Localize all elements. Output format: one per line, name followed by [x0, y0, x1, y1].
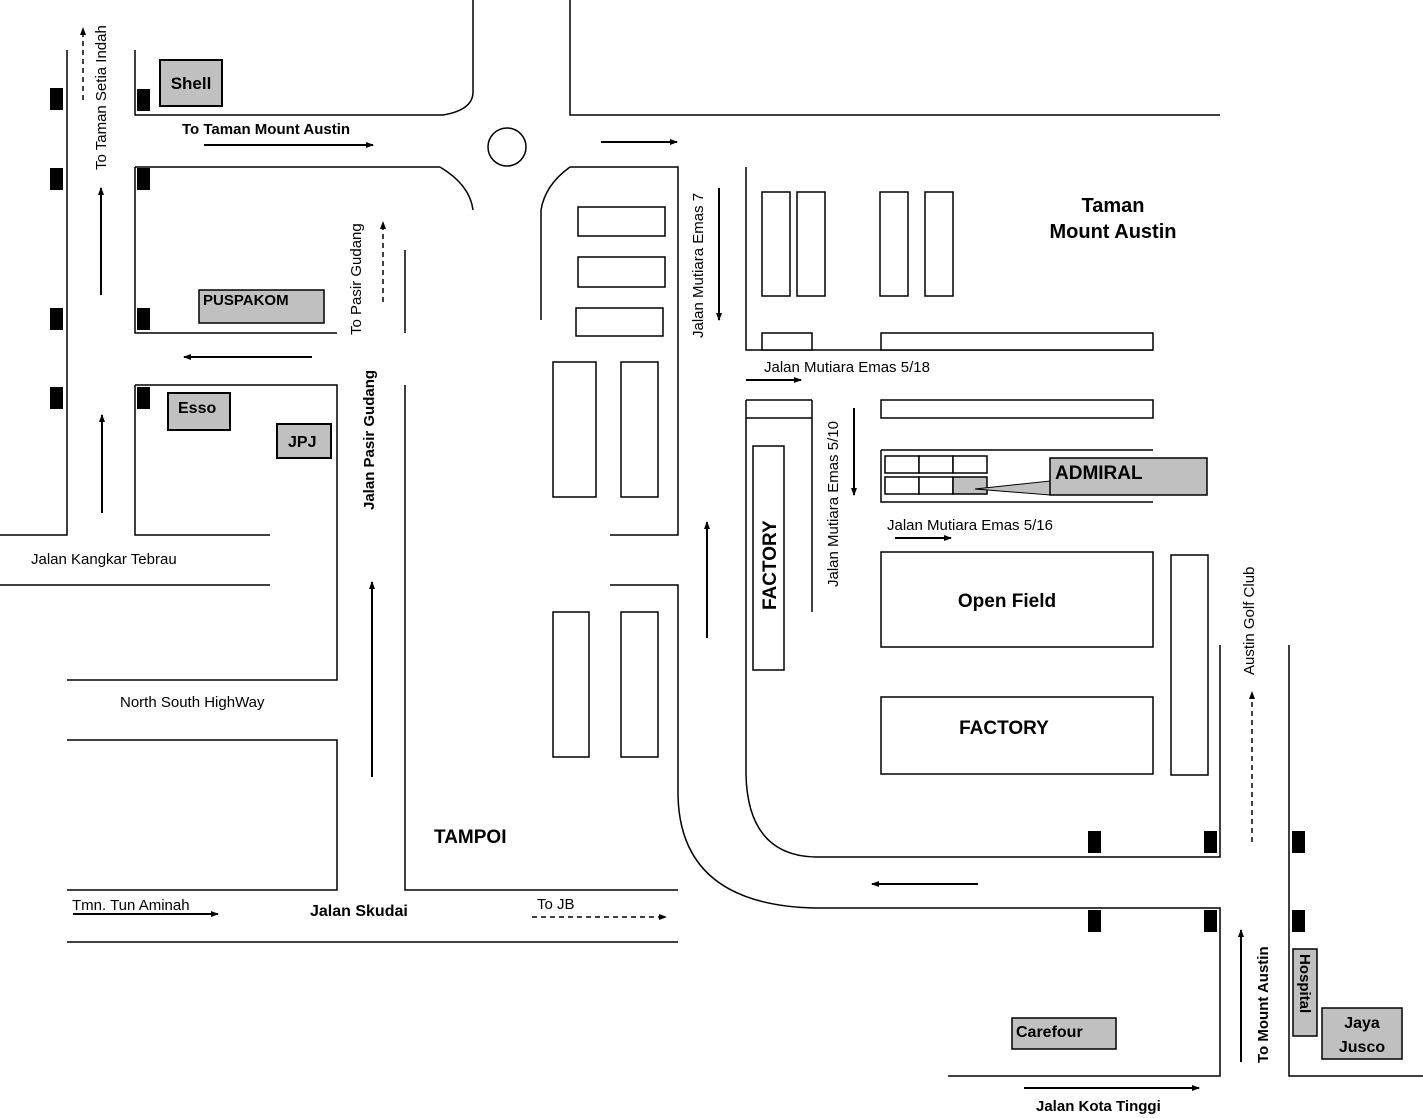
svg-text:JPJ: JPJ: [288, 434, 316, 451]
road-label-jalan-pasir-gudang: Jalan Pasir Gudang: [361, 370, 378, 510]
area-label-mount-austin: Mount Austin: [1049, 221, 1176, 243]
road-label-to-mount-austin: To Mount Austin: [1255, 946, 1272, 1063]
traffic-light-icon: [50, 88, 63, 110]
road-label-austin-golf-club: Austin Golf Club: [1241, 567, 1258, 675]
svg-text:PUSPAKOM: PUSPAKOM: [203, 292, 289, 309]
road-label-to-taman-setia-indah: To Taman Setia Indah: [93, 25, 110, 170]
traffic-light-icon: [1292, 910, 1305, 932]
traffic-light-icon: [1292, 831, 1305, 853]
traffic-light-icon: [1088, 831, 1101, 853]
traffic-light-icon: [137, 308, 150, 330]
svg-text:Carefour: Carefour: [1016, 1024, 1083, 1041]
svg-text:ADMIRAL: ADMIRAL: [1055, 463, 1143, 484]
road-label-to-pasir-gudang: To Pasir Gudang: [348, 223, 365, 335]
road-label-jalan-mutiara-emas-7: Jalan Mutiara Emas 7: [690, 193, 707, 338]
area-label-factory: FACTORY: [959, 718, 1049, 739]
area-label-taman: Taman: [1082, 195, 1145, 217]
landmark-puspakom: PUSPAKOM: [198, 289, 325, 324]
road-label-north-south-highway: North South HighWay: [120, 694, 265, 711]
road-label-jalan-skudai: Jalan Skudai: [310, 903, 408, 920]
area-label-tampoi: TAMPOI: [434, 827, 506, 848]
landmark-jaya-jusco: Jaya Jusco: [1321, 1007, 1403, 1060]
traffic-light-icon: [1204, 831, 1217, 853]
direction-arrows: [73, 27, 1255, 1091]
traffic-light-icon: [50, 168, 63, 190]
road-label-jalan-mutiara-emas-5-10: Jalan Mutiara Emas 5/10: [825, 421, 842, 587]
traffic-light-icon: [1204, 910, 1217, 932]
svg-text:Shell: Shell: [171, 74, 212, 93]
traffic-light-icon: [50, 308, 63, 330]
traffic-light-icon: [137, 168, 150, 190]
road-label-jalan-mutiara-emas-5-16: Jalan Mutiara Emas 5/16: [887, 517, 1053, 534]
traffic-light-icon: [137, 89, 150, 111]
landmark-admiral: ADMIRAL: [952, 457, 1208, 496]
traffic-light-icon: [137, 387, 150, 409]
road-label-jalan-mutiara-emas-5-18: Jalan Mutiara Emas 5/18: [764, 359, 930, 376]
road-lines: [0, 0, 1423, 1077]
svg-text:Jusco: Jusco: [1339, 1039, 1385, 1056]
landmark-jpj: JPJ: [276, 423, 332, 459]
landmark-carefour: Carefour: [1011, 1017, 1117, 1050]
landmark-esso: Esso: [167, 392, 231, 431]
traffic-light-icon: [1088, 910, 1101, 932]
road-label-jalan-kota-tinggi: Jalan Kota Tinggi: [1036, 1098, 1161, 1115]
road-label-tmn-tun-aminah: Tmn. Tun Aminah: [72, 897, 190, 914]
road-label-to-jb: To JB: [537, 896, 575, 913]
area-label-factory-vertical: FACTORY: [760, 520, 781, 610]
svg-text:Hospital: Hospital: [1296, 954, 1313, 1013]
road-label-jalan-kangkar-tebrau: Jalan Kangkar Tebrau: [31, 551, 177, 568]
area-label-open-field: Open Field: [958, 591, 1056, 612]
building-blocks: [552, 191, 1209, 776]
landmark-hospital: Hospital: [1292, 948, 1318, 1037]
svg-text:Jaya: Jaya: [1344, 1015, 1380, 1032]
svg-text:Esso: Esso: [178, 400, 216, 417]
road-label-to-taman-mount-austin: To Taman Mount Austin: [182, 121, 350, 138]
traffic-light-icon: [50, 387, 63, 409]
landmark-shell: Shell: [159, 59, 223, 107]
